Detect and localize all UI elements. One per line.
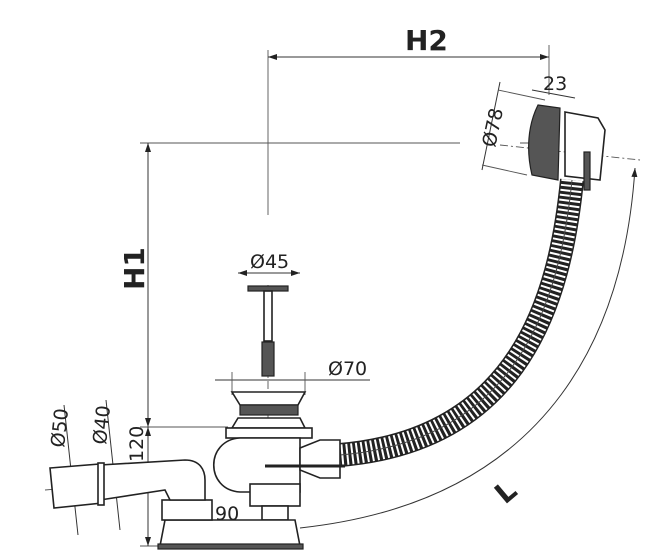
corrugated-hose (338, 178, 584, 467)
plug-stopper (247, 285, 289, 377)
d70-dimension: Ø70 (215, 358, 370, 395)
h1-label: H1 (118, 247, 151, 290)
d45-dimension: Ø45 (238, 251, 300, 276)
d70-label: Ø70 (328, 358, 367, 380)
d45-label: Ø45 (250, 251, 289, 273)
d78-label: Ø78 (478, 106, 508, 149)
h2-dimension: H2 (267, 24, 550, 215)
height-120-dimension: 120 (126, 426, 228, 547)
length-l-dimension: L (299, 167, 638, 529)
overflow-dimensions: Ø78 23 (478, 73, 576, 176)
outlet-pipe (49, 459, 206, 509)
hose-connector (265, 439, 345, 479)
height-120-label: 120 (126, 426, 148, 462)
d50-label: Ø50 (47, 407, 73, 448)
h1-dimension: H1 (118, 142, 545, 427)
waste-body (157, 391, 313, 550)
overflow-head (528, 104, 606, 191)
d40-label: Ø40 (89, 404, 115, 445)
length-l-label: L (488, 474, 523, 511)
h2-label: H2 (405, 24, 448, 57)
w23-label: 23 (543, 73, 567, 95)
